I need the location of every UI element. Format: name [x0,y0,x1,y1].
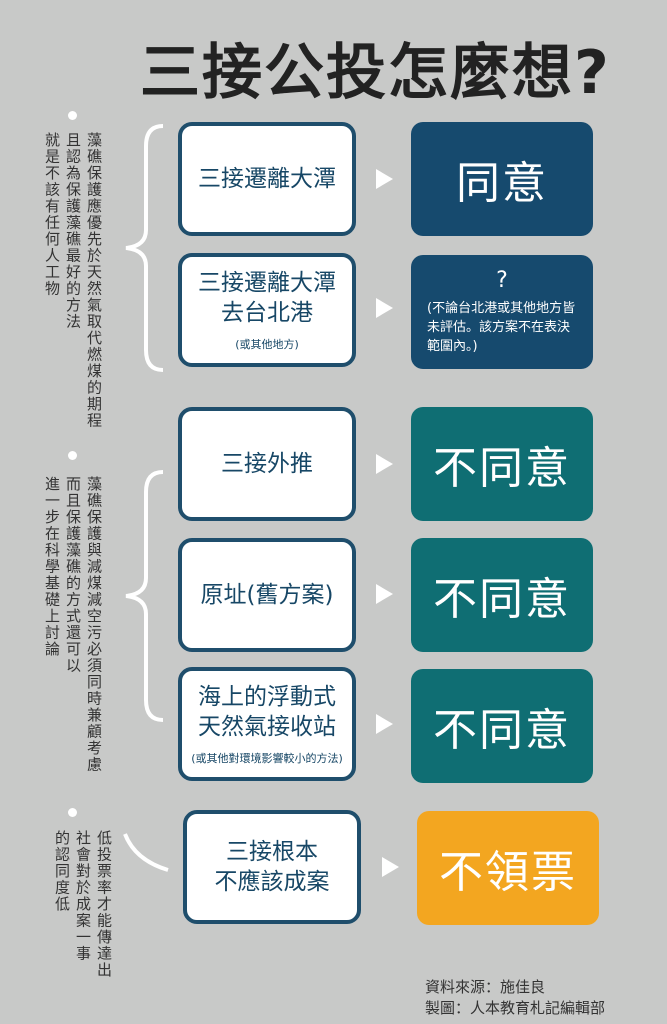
answer-label: 不同意 [433,443,571,494]
reason-text: 的認同度低 [53,830,71,913]
reason-text: 藻礁保護與減煤減空污必須同時兼顧考慮 [85,476,103,773]
reason-text: 進一步在科學基礎上討論 [43,476,61,658]
answer-box: 不同意 [411,669,593,783]
bullet [68,111,77,120]
bullet [68,808,77,817]
answer-note: (不論台北港或其他地方皆未評估。該方案不在表決範圍內。) [427,301,576,354]
source-credit: 資料來源：施佳良 [425,978,546,996]
arrow-right-icon [376,714,393,734]
option-sub: (或其他地方) [235,338,299,351]
brace-icon [123,833,169,872]
answer-box: 不領票 [417,811,599,925]
maker-credit: 製圖：人本教育札記編輯部 [425,999,606,1017]
option-box: 原址(舊方案) [178,538,356,652]
reason-text: 且認為保護藻礁最好的方法 [64,132,82,330]
option-label: 三接外推 [221,451,313,477]
answer-box: ? (不論台北港或其他地方皆未評估。該方案不在表決範圍內。) [411,255,593,369]
option-box: 三接遷離大潭 [178,122,356,236]
answer-label: 同意 [456,158,548,209]
option-sub: (或其他對環境影響較小的方法) [191,752,343,765]
option-box: 三接遷離大潭 去台北港 (或其他地方) [178,253,356,367]
reason-text: 低投票率才能傳達出 [95,830,113,979]
option-label: 三接遷離大潭 [198,166,336,192]
arrow-right-icon [376,454,393,474]
arrow-right-icon [376,584,393,604]
reason-text: 藻礁保護應優先於天然氣取代燃煤的期程 [85,132,103,429]
option-label: 原址(舊方案) [200,582,334,608]
answer-box: 同意 [411,122,593,236]
answer-label: ? [496,268,508,293]
answer-label: 不同意 [433,574,571,625]
brace-icon [125,470,164,722]
option-label: 三接根本 不應該成案 [214,839,330,895]
reason-text: 社會對於成案一事 [74,830,92,962]
answer-box: 不同意 [411,407,593,521]
answer-box: 不同意 [411,538,593,652]
brace-icon [125,124,164,372]
arrow-right-icon [376,298,393,318]
arrow-right-icon [382,857,399,877]
answer-label: 不同意 [433,705,571,756]
answer-label: 不領票 [439,847,577,898]
option-box: 海上的浮動式 天然氣接收站 (或其他對環境影響較小的方法) [178,667,356,781]
option-label: 海上的浮動式 天然氣接收站 [198,684,336,740]
option-box: 三接根本 不應該成案 [183,810,361,924]
reason-text: 就是不該有任何人工物 [43,132,61,297]
option-box: 三接外推 [178,407,356,521]
arrow-right-icon [376,169,393,189]
reason-text: 而且保護藻礁的方式還可以 [64,476,82,674]
option-label: 三接遷離大潭 去台北港 [198,270,336,326]
page-title: 三接公投怎麼想? [140,38,611,108]
bullet [68,451,77,460]
